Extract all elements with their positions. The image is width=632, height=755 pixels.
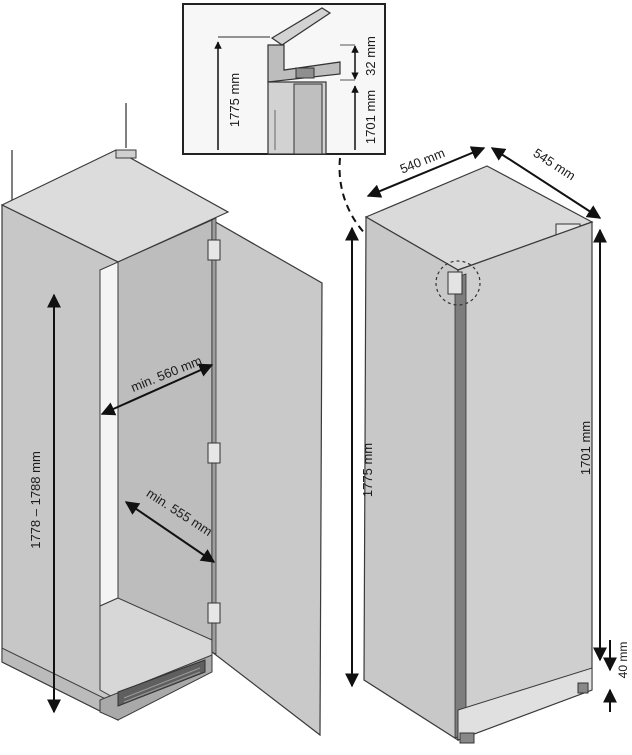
detail-highlight-circle	[435, 260, 481, 306]
niche-width-arrow	[100, 363, 214, 416]
detail-door	[293, 83, 323, 155]
door-edge	[211, 217, 217, 655]
detail-total-height-label: 1775 mm	[227, 73, 242, 127]
appliance-side	[363, 215, 459, 742]
detail-hinge-block	[295, 67, 315, 79]
appliance-door	[457, 221, 593, 741]
door-height-label: 1701 mm	[578, 421, 593, 475]
appliance-height-label: 1775 mm	[360, 443, 375, 497]
hinge-top	[207, 239, 221, 261]
detail-inset: 1775 mm 32 mm 1701 mm	[182, 3, 386, 155]
hinge-bottom	[207, 602, 221, 624]
foot-right	[577, 682, 589, 694]
appliance: 540 mm 545 mm 1775 mm 1701 mm 40 mm	[345, 145, 630, 744]
appliance-width-label: 540 mm	[398, 145, 447, 177]
bottom-gap-label: 40 mm	[616, 642, 630, 679]
door-seal	[454, 273, 467, 739]
vent-grille	[117, 659, 206, 707]
kitchen-niche: 1778 – 1788 mm min. 560 mm min. 555 mm	[0, 103, 323, 737]
foot-front	[459, 732, 475, 744]
detail-top-gap-label: 32 mm	[363, 36, 378, 76]
hinge-middle	[207, 442, 221, 464]
niche-height-label: 1778 – 1788 mm	[28, 451, 43, 549]
top-bracket	[115, 149, 137, 159]
inner-edge-slot	[99, 261, 119, 607]
niche-depth-arrow	[124, 501, 216, 563]
appliance-depth-arrow	[490, 147, 602, 219]
appliance-width-arrow	[366, 146, 486, 198]
callout-arrow	[338, 157, 440, 276]
detail-top-panel	[270, 7, 332, 46]
door-bottom-trim	[457, 667, 593, 741]
cabinet-door	[211, 218, 323, 737]
detail-door-height-label: 1701 mm	[363, 90, 378, 144]
door-hinge-bracket	[447, 271, 463, 295]
